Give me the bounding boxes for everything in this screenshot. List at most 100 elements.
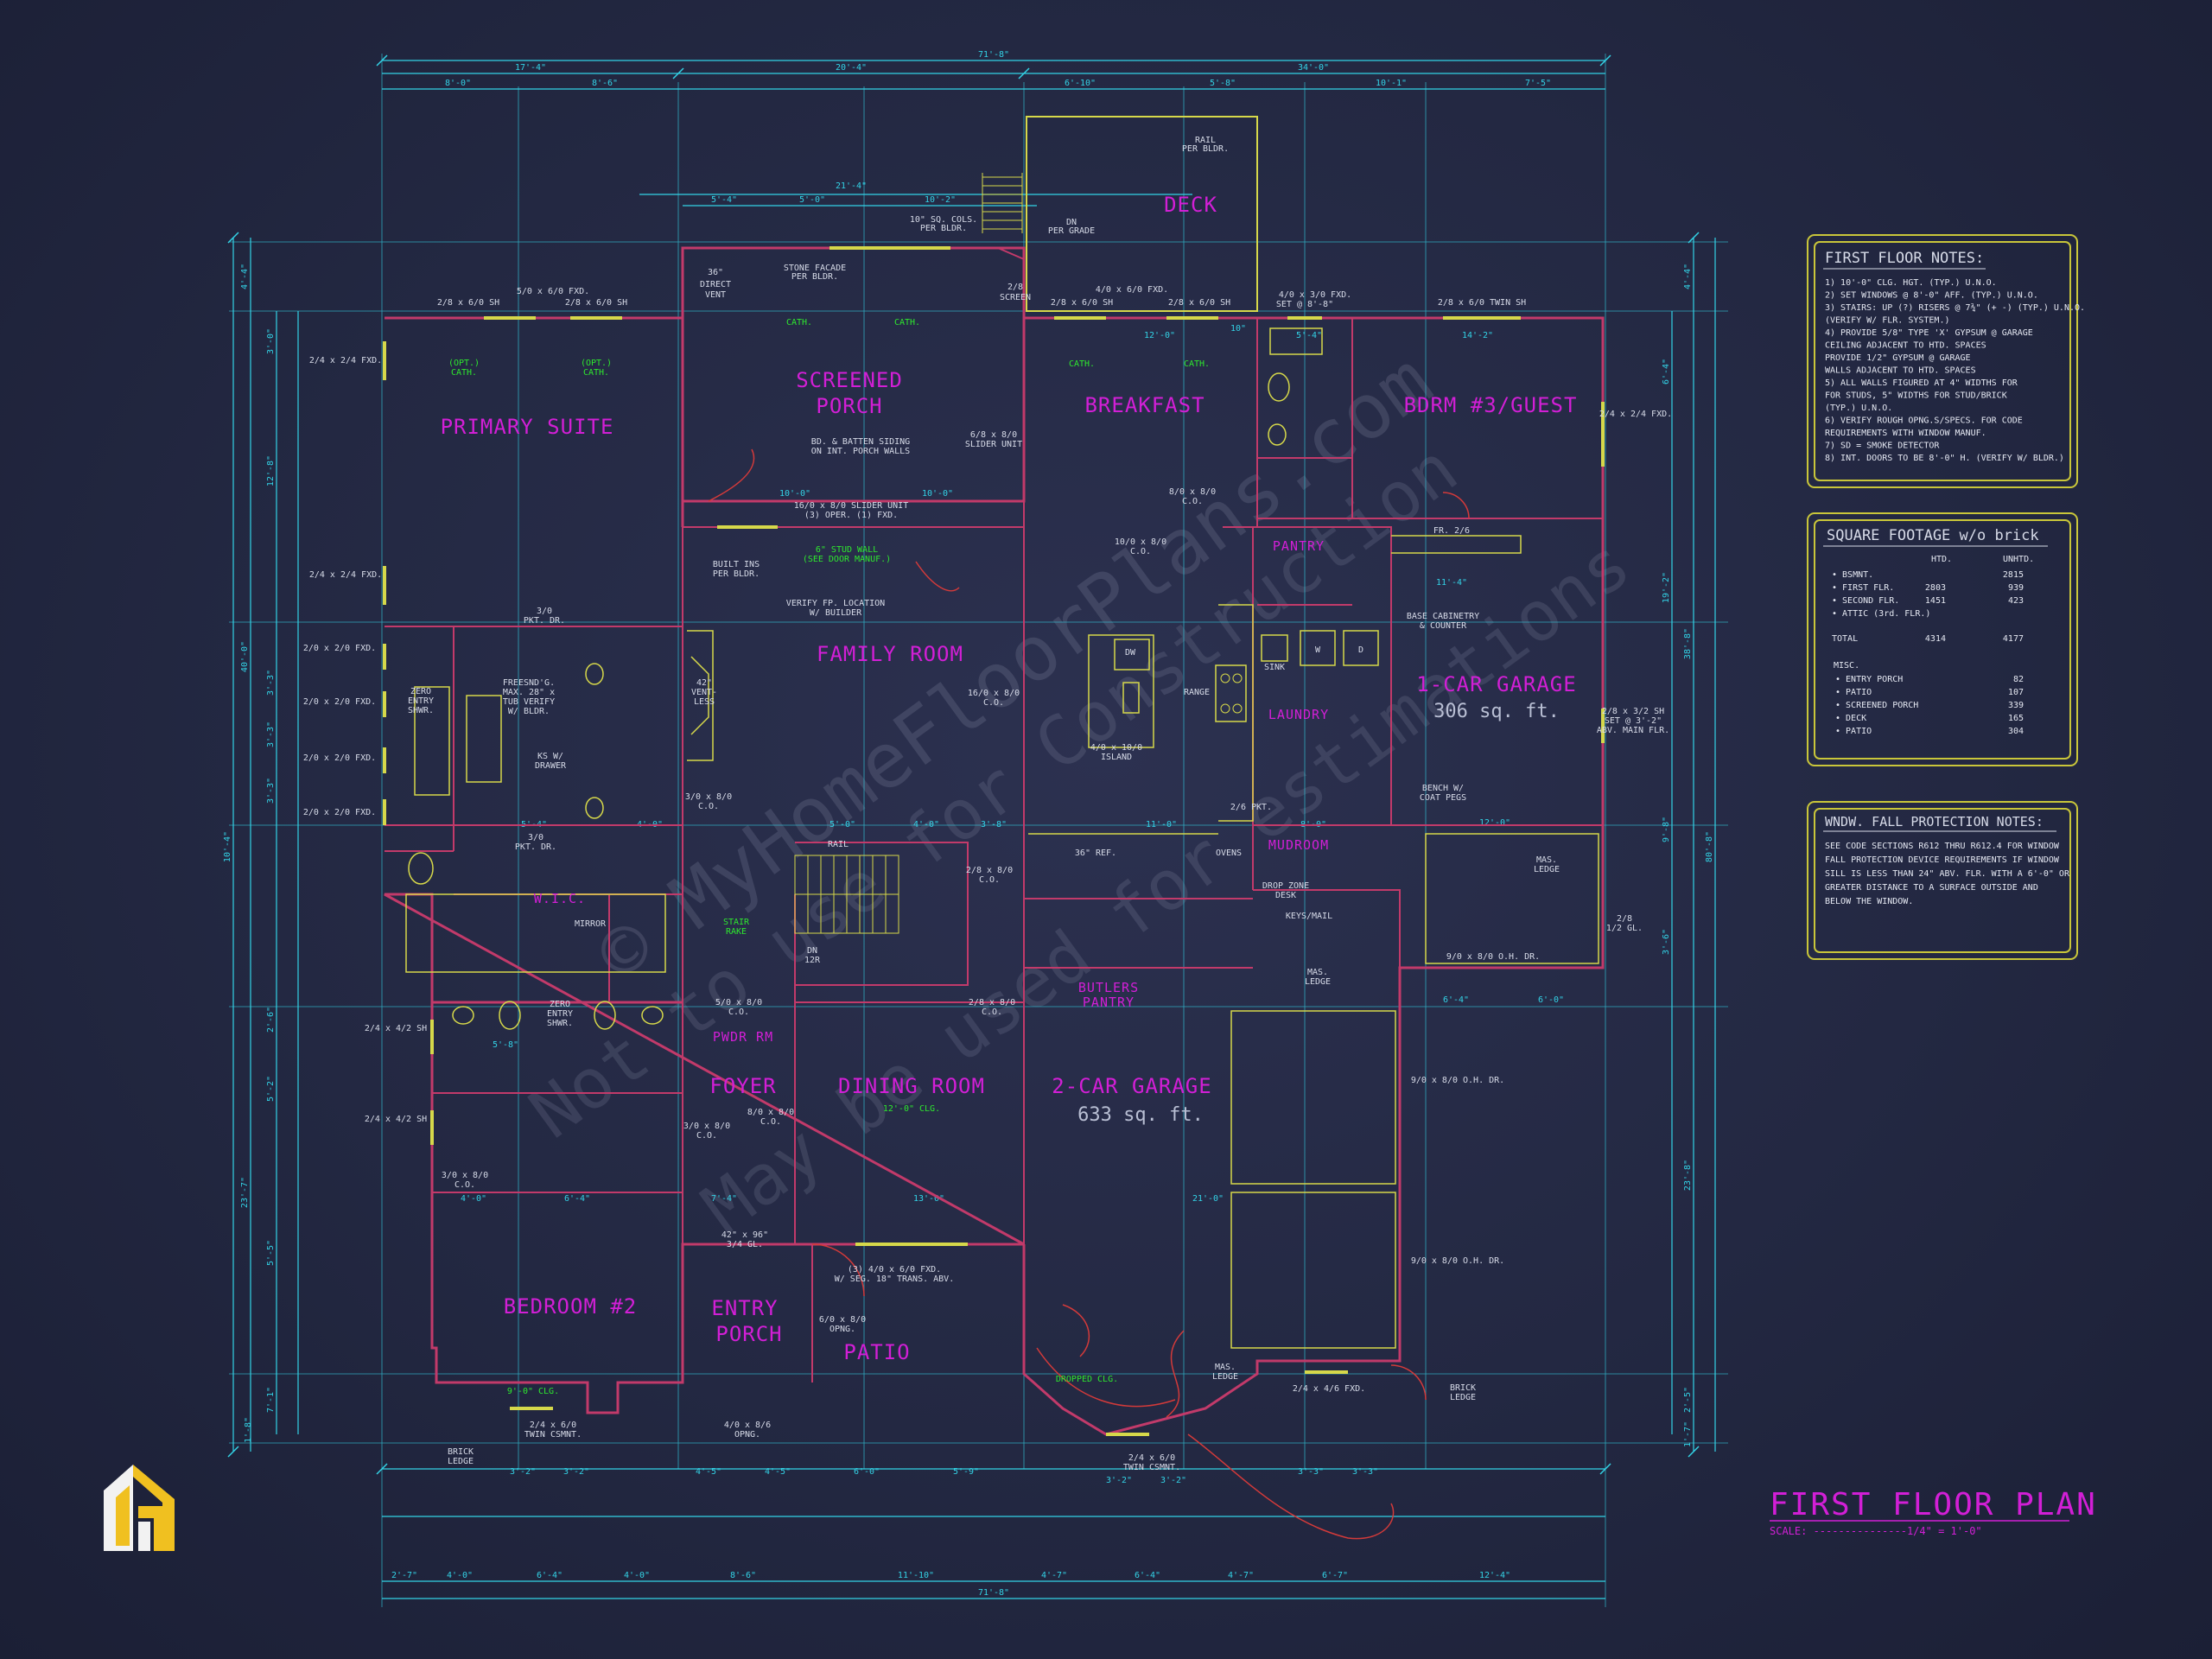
label: 36" xyxy=(708,268,723,277)
label: VERIFY FP. LOCATION xyxy=(786,599,885,608)
dim-left: 1'-8" xyxy=(244,1417,253,1443)
label: DRAWER xyxy=(535,761,567,771)
room-one-car-garage: 1-CAR GARAGE xyxy=(1416,672,1576,696)
label: VENT- xyxy=(691,688,717,697)
label: 2/8 xyxy=(1617,914,1632,924)
label: ENTRY xyxy=(408,696,434,706)
room-dining-room: DINING ROOM xyxy=(838,1074,985,1098)
dim-bottom: 3'-2" xyxy=(510,1467,536,1477)
label: C.O. xyxy=(1130,547,1151,556)
window-fall-note-line: FALL PROTECTION DEVICE REQUIREMENTS IF W… xyxy=(1825,855,2060,865)
window-fall-note-line: GREATER DISTANCE TO A SURFACE OUTSIDE AN… xyxy=(1825,883,2038,893)
sqft-misc-val: 107 xyxy=(2008,688,2024,697)
label: W/ BLDR. xyxy=(508,707,550,716)
label: PER GRADE xyxy=(1048,226,1095,236)
label: 8/0 x 8/0 xyxy=(747,1108,794,1117)
sqft-row-unhtd: 423 xyxy=(2008,596,2024,606)
dim-interior: 5'-0" xyxy=(830,820,855,830)
label: LEDGE xyxy=(1534,865,1560,874)
label: SET @ 8'-8" xyxy=(1276,300,1333,309)
label: 10" SQ. COLS. xyxy=(910,215,977,225)
window-fall-title: WNDW. FALL PROTECTION NOTES: xyxy=(1825,814,2044,830)
dim-bottom: 4'-0" xyxy=(624,1571,650,1580)
square-footage-title: SQUARE FOOTAGE w/o brick xyxy=(1827,527,2039,544)
label: 2/8 x 8/0 xyxy=(966,866,1013,875)
label: 6" STUD WALL xyxy=(816,545,878,555)
first-floor-note-line: 3) STAIRS: UP (?) RISERS @ 7¾" (+ -) (TY… xyxy=(1825,302,2085,313)
dim-top: 8'-0" xyxy=(445,79,471,88)
label: LEDGE xyxy=(1305,977,1331,987)
label: 2/4 x 2/4 FXD. xyxy=(1599,410,1672,419)
label: PER BLDR. xyxy=(791,272,838,282)
room-screened-porch-2: PORCH xyxy=(816,394,882,418)
dim-top: 5'-8" xyxy=(1210,79,1236,88)
label: KEYS/MAIL xyxy=(1286,912,1332,921)
room-primary-suite: PRIMARY SUITE xyxy=(441,415,614,439)
dim-bottom: 4'-5" xyxy=(696,1467,721,1477)
label: SCREEN xyxy=(1000,293,1031,302)
label: W xyxy=(1315,645,1321,655)
label: (SEE DOOR MANUF.) xyxy=(803,555,891,564)
dim-right: 3'-6" xyxy=(1662,929,1671,955)
sqft-col-unhtd: UNHTD. xyxy=(2003,555,2034,564)
label: C.O. xyxy=(982,1007,1002,1017)
first-floor-notes-title: FIRST FLOOR NOTES: xyxy=(1825,250,1984,267)
label: 4/0 x 3/0 FXD. xyxy=(1279,290,1351,300)
logo-icon xyxy=(104,1465,175,1551)
label: W/ SEG. 18" TRANS. ABV. xyxy=(835,1274,954,1284)
dim-bottom: 5'-9" xyxy=(953,1467,979,1477)
label: 9/0 x 8/0 O.H. DR. xyxy=(1411,1076,1504,1085)
dim-interior: 5'-4" xyxy=(1296,331,1322,340)
sqft-misc-val: 82 xyxy=(2013,675,2024,684)
dim-bottom: 11'-10" xyxy=(898,1571,934,1580)
first-floor-note-line: 8) INT. DOORS TO BE 8'-0" H. (VERIFY W/ … xyxy=(1825,454,2064,463)
dim-interior: 4'-0" xyxy=(461,1194,486,1204)
label: COAT PEGS xyxy=(1420,793,1466,803)
room-breakfast: BREAKFAST xyxy=(1084,393,1205,417)
room-wic: W.I.C. xyxy=(534,891,586,906)
window-fall-note-line: SILL IS LESS THAN 24" ABV. FLR. WITH A 6… xyxy=(1825,869,2070,879)
sqft-row-htd: 1451 xyxy=(1925,596,1946,606)
label: LEDGE xyxy=(1450,1393,1476,1402)
first-floor-note-line: FOR STUDS, 5" WIDTHS FOR STUD/BRICK xyxy=(1825,391,2007,401)
dim-bottom: 12'-4" xyxy=(1479,1571,1510,1580)
dim-left: 10'-4" xyxy=(223,831,232,862)
dim-interior: 21'-0" xyxy=(1192,1194,1224,1204)
dim-bottom: 4'-7" xyxy=(1041,1571,1067,1580)
dim-top: 17'-4" xyxy=(515,63,546,73)
label: 12'-0" CLG. xyxy=(883,1104,940,1114)
label: C.O. xyxy=(979,875,1000,885)
label: 4/0 x 10/0 xyxy=(1090,743,1142,753)
room-deck: DECK xyxy=(1164,193,1217,217)
dim-bottom: 4'-7" xyxy=(1228,1571,1254,1580)
label: PER BLDR. xyxy=(920,224,967,233)
dim-interior: 11'-0" xyxy=(1146,820,1177,830)
label: (OPT.) xyxy=(448,359,480,368)
label: 2/8 x 3/2 SH xyxy=(1602,707,1664,716)
label: 2/8 xyxy=(1007,283,1023,292)
label: 4/0 x 8/6 xyxy=(724,1421,771,1430)
label: 2/8 x 6/0 SH xyxy=(1168,298,1230,308)
dim-interior: 14'-2" xyxy=(1462,331,1493,340)
label: TWIN CSMNT. xyxy=(1123,1463,1180,1472)
label: 3/4 GL. xyxy=(727,1240,763,1249)
annotations: RAIL PER BLDR. DN PER GRADE 10" SQ. COLS… xyxy=(303,136,1672,1472)
label: (OPT.) xyxy=(581,359,612,368)
dim-left: 3'-3" xyxy=(266,721,276,747)
dim-interior: 13'-0" xyxy=(913,1194,944,1204)
dim-right: 1'-7" xyxy=(1683,1421,1693,1447)
dim-left: 40'-0" xyxy=(240,641,250,672)
label: 2/4 x 4/6 FXD. xyxy=(1293,1384,1365,1394)
label: DN xyxy=(807,946,817,956)
label: OPNG. xyxy=(830,1325,855,1334)
dim-left: 3'-0" xyxy=(266,328,276,354)
label: SINK xyxy=(1264,663,1285,672)
label: LEDGE xyxy=(1212,1372,1238,1382)
label: BRICK xyxy=(1450,1383,1476,1393)
label: C.O. xyxy=(454,1180,475,1190)
dim-bottom: 3'-3" xyxy=(1352,1467,1378,1477)
label: CATH. xyxy=(786,318,812,327)
label: STONE FACADE xyxy=(784,264,846,273)
dim-left: 4'-4" xyxy=(240,264,250,289)
